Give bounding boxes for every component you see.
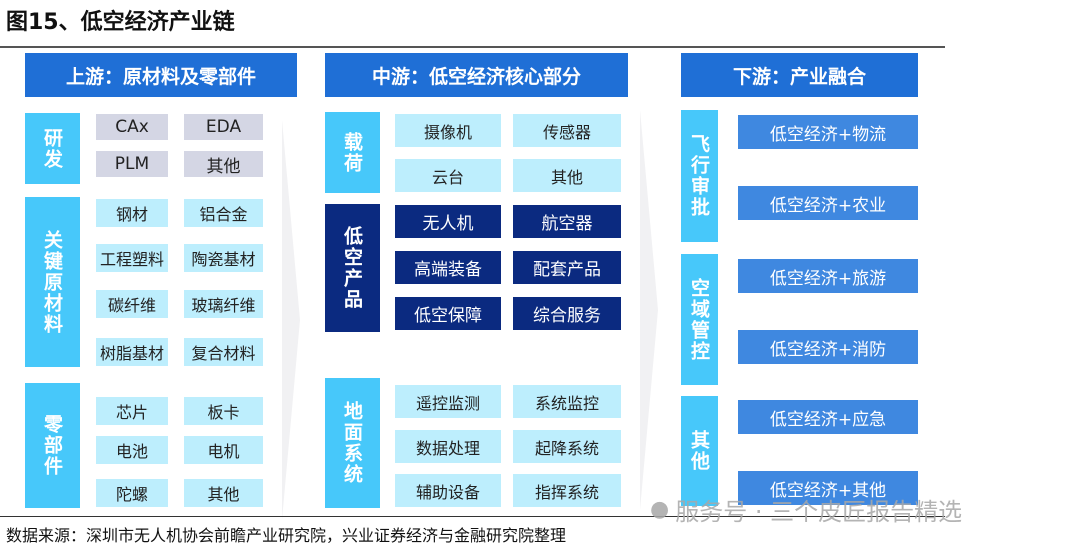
midstream-item: 低空保障 bbox=[395, 297, 501, 330]
wechat-icon: ● bbox=[650, 497, 670, 522]
upstream-item: 工程塑料 bbox=[96, 244, 168, 272]
top-divider bbox=[0, 46, 945, 48]
upstream-item: 树脂基材 bbox=[96, 338, 168, 366]
upstream-item: CAx bbox=[96, 114, 168, 140]
downstream-category-label: 其他 bbox=[681, 396, 718, 506]
upstream-item: PLM bbox=[96, 151, 168, 177]
upstream-item: 电池 bbox=[96, 436, 168, 464]
upstream-item: 陶瓷基材 bbox=[184, 244, 263, 272]
upstream-header: 上游：原材料及零部件 bbox=[25, 53, 297, 97]
midstream-item: 航空器 bbox=[513, 205, 621, 238]
upstream-item: 钢材 bbox=[96, 199, 168, 227]
upstream-category-label: 研发 bbox=[25, 113, 80, 184]
downstream-header: 下游：产业融合 bbox=[681, 53, 918, 97]
upstream-item: 复合材料 bbox=[184, 338, 263, 366]
arrow-icon bbox=[640, 110, 658, 510]
downstream-item: 低空经济+其他 bbox=[738, 471, 918, 505]
upstream-item: 碳纤维 bbox=[96, 290, 168, 318]
upstream-item: 陀螺 bbox=[96, 479, 168, 507]
midstream-item: 云台 bbox=[395, 159, 501, 192]
upstream-item: 电机 bbox=[184, 436, 263, 464]
upstream-item: EDA bbox=[184, 114, 263, 140]
bottom-divider bbox=[0, 516, 945, 517]
midstream-item: 传感器 bbox=[513, 114, 621, 147]
upstream-item: 板卡 bbox=[184, 397, 263, 425]
upstream-item: 铝合金 bbox=[184, 199, 263, 227]
midstream-item: 摄像机 bbox=[395, 114, 501, 147]
midstream-category-label: 低空产品 bbox=[325, 204, 380, 332]
midstream-category-label: 地面系统 bbox=[325, 378, 380, 508]
upstream-item: 其他 bbox=[184, 479, 263, 507]
downstream-category-label: 空域管控 bbox=[681, 254, 718, 385]
downstream-category-label: 飞行审批 bbox=[681, 110, 718, 242]
midstream-item: 系统监控 bbox=[513, 385, 621, 418]
downstream-item: 低空经济+旅游 bbox=[738, 259, 918, 293]
downstream-item: 低空经济+应急 bbox=[738, 400, 918, 434]
midstream-item: 起降系统 bbox=[513, 430, 621, 463]
upstream-item: 芯片 bbox=[96, 397, 168, 425]
downstream-item: 低空经济+农业 bbox=[738, 186, 918, 220]
midstream-item: 高端装备 bbox=[395, 251, 501, 284]
midstream-item: 数据处理 bbox=[395, 430, 501, 463]
upstream-item: 玻璃纤维 bbox=[184, 290, 263, 318]
watermark-text: 服务号 · 三个皮匠报告精选 bbox=[675, 498, 963, 526]
watermark: ●服务号 · 三个皮匠报告精选 bbox=[650, 492, 962, 527]
upstream-item: 其他 bbox=[184, 151, 263, 177]
downstream-item: 低空经济+物流 bbox=[738, 115, 918, 149]
midstream-category-label: 载荷 bbox=[325, 112, 380, 193]
arrow-icon bbox=[282, 120, 300, 520]
midstream-item: 综合服务 bbox=[513, 297, 621, 330]
upstream-category-label: 零部件 bbox=[25, 383, 80, 508]
source-note: 数据来源：深圳市无人机协会前瞻产业研究院，兴业证券经济与金融研究院整理 bbox=[6, 526, 567, 545]
downstream-item: 低空经济+消防 bbox=[738, 330, 918, 364]
midstream-item: 辅助设备 bbox=[395, 474, 501, 507]
midstream-item: 其他 bbox=[513, 159, 621, 192]
figure-title: 图15、低空经济产业链 bbox=[6, 10, 235, 35]
midstream-item: 配套产品 bbox=[513, 251, 621, 284]
midstream-item: 遥控监测 bbox=[395, 385, 501, 418]
midstream-header: 中游：低空经济核心部分 bbox=[325, 53, 628, 97]
upstream-category-label: 关键原材料 bbox=[25, 197, 80, 367]
midstream-item: 无人机 bbox=[395, 205, 501, 238]
midstream-item: 指挥系统 bbox=[513, 474, 621, 507]
